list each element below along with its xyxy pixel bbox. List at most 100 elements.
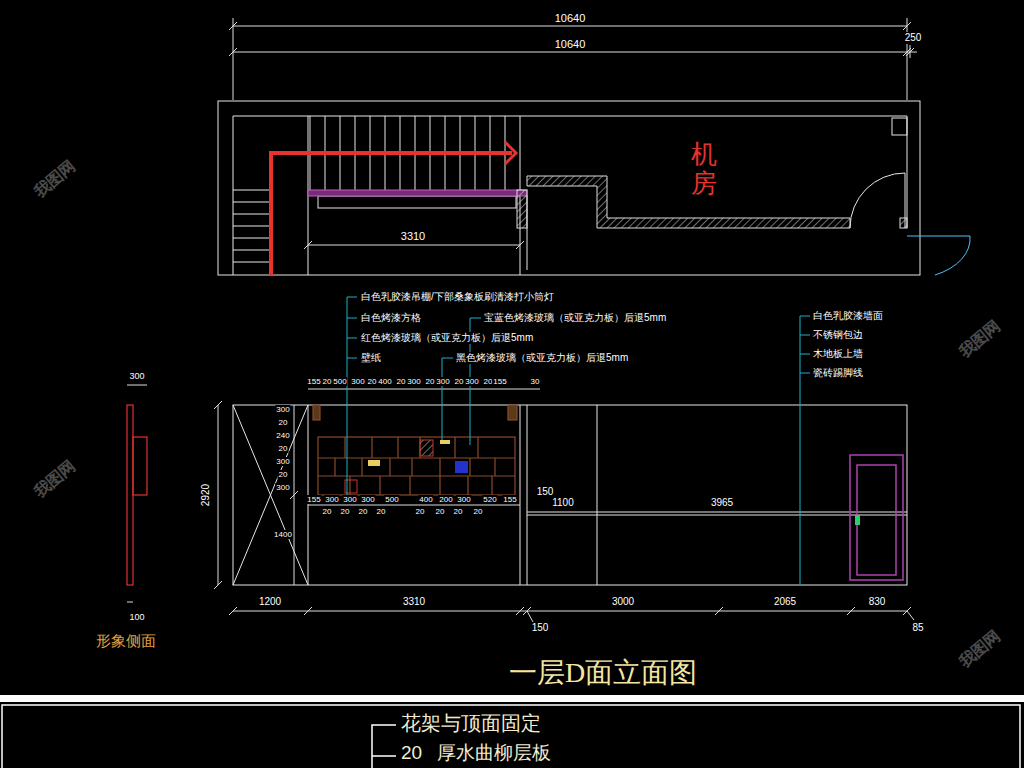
shelf — [313, 405, 517, 495]
side-view — [127, 405, 147, 585]
sheet-divider — [0, 695, 1024, 702]
dimension: 200 — [438, 495, 453, 504]
dimension: 20 — [396, 377, 407, 386]
watermark: 我图网 — [30, 156, 80, 202]
dimension: 2920 — [200, 483, 212, 507]
overall-dimension — [229, 22, 914, 56]
blue-glass — [455, 461, 468, 473]
dimension: 300 — [128, 371, 145, 381]
red-glass — [420, 440, 433, 456]
callout-text: 黑色烤漆玻璃（或亚克力板）后退5mm — [455, 352, 629, 364]
floor-plan — [218, 101, 920, 275]
floor-plan — [233, 190, 270, 262]
dimension: 400 — [418, 495, 433, 504]
dimension: 400 — [377, 377, 392, 386]
dimension: 3310 — [400, 230, 426, 243]
route-arrow — [505, 142, 516, 164]
floor-plan — [318, 196, 516, 208]
watermark: 我图网 — [30, 456, 80, 502]
floor-plan — [308, 116, 527, 275]
door — [850, 455, 903, 580]
callout-text: 白色乳胶漆墙面 — [812, 310, 884, 322]
dimension: 155 — [306, 377, 321, 386]
dimension: 2065 — [773, 596, 797, 608]
floor-plan — [218, 101, 920, 275]
yellow-light — [440, 440, 450, 444]
dimension: 240 — [275, 431, 290, 440]
floor-plan — [233, 116, 907, 275]
callout-text: 白色烤漆方格 — [360, 312, 422, 324]
lower-frame — [2, 705, 1020, 768]
floor-plan — [850, 173, 905, 228]
dimension: 20 — [425, 377, 436, 386]
watermark: 我图网 — [955, 316, 1005, 362]
dimension: 20 — [376, 507, 387, 516]
dimension: 520 — [482, 495, 497, 504]
dimension-line — [290, 405, 298, 585]
dimension: 150 — [531, 622, 550, 634]
note-text: 20 — [400, 742, 423, 764]
callout-text: 瓷砖踢脚线 — [812, 367, 864, 379]
elevation — [308, 405, 597, 585]
dimension: 20 — [278, 470, 289, 479]
shelf — [318, 437, 515, 495]
side-view — [127, 405, 133, 585]
dimension-line — [127, 385, 147, 602]
door-swing — [907, 236, 970, 275]
dimension: 20 — [322, 377, 333, 386]
route-arrow — [271, 142, 516, 275]
leader-line — [347, 297, 357, 500]
overall-dimension — [229, 18, 917, 100]
dimension-line — [308, 389, 540, 505]
lower-frame — [372, 725, 396, 768]
dimension: 300 — [456, 495, 471, 504]
dimension: 20 — [358, 507, 369, 516]
lower-frame — [2, 705, 1020, 768]
dimension: 20 — [453, 507, 464, 516]
dimension: 830 — [868, 596, 887, 608]
callout-text: 不锈钢包边 — [812, 329, 864, 341]
shelf — [313, 405, 320, 420]
dimension: 250 — [904, 32, 923, 44]
dimension-line — [233, 611, 914, 622]
dimension: 100 — [128, 612, 145, 622]
dimension: 300 — [350, 377, 365, 386]
dimension: 20 — [367, 377, 378, 386]
dimension: 150 — [536, 486, 555, 498]
drawing-title: 一层D面立面图 — [509, 658, 697, 689]
note-text: 厚水曲柳层板 — [436, 742, 552, 764]
dimension: 3965 — [710, 497, 734, 509]
route-arrow — [271, 153, 512, 275]
dimension: 85 — [911, 622, 924, 634]
shelf — [318, 458, 515, 476]
yellow-light — [368, 460, 380, 466]
callout-text: 壁纸 — [360, 352, 382, 364]
door-swing — [907, 236, 970, 275]
dimension: 20 — [473, 507, 484, 516]
door — [850, 455, 903, 580]
shelf — [335, 458, 495, 476]
dimension: 300 — [275, 457, 290, 466]
callout-text: 白色乳胶漆吊棚/下部桑象板刷清漆打小筒灯 — [360, 291, 555, 303]
floor-plan — [892, 118, 907, 135]
dimension: 20 — [322, 507, 333, 516]
dimension: 300 — [342, 495, 357, 504]
dimension: 155 — [306, 495, 321, 504]
dimension: 10640 — [554, 38, 587, 51]
door-handle — [855, 515, 860, 525]
dimension: 300 — [406, 377, 421, 386]
note-text: 花架与顶面固定 — [400, 712, 542, 735]
view-label: 形象侧面 — [95, 632, 157, 649]
side-view — [133, 437, 147, 495]
dimension: 155 — [492, 377, 507, 386]
dimension: 300 — [275, 405, 290, 414]
dimension: 300 — [324, 495, 339, 504]
dimension: 300 — [275, 483, 290, 492]
dimension: 30 — [530, 377, 541, 386]
dimension: 500 — [384, 495, 399, 504]
dimension: 10640 — [554, 12, 587, 25]
dimension-line — [214, 401, 222, 589]
dimension: 3000 — [611, 596, 635, 608]
hatched-wall — [900, 218, 907, 228]
